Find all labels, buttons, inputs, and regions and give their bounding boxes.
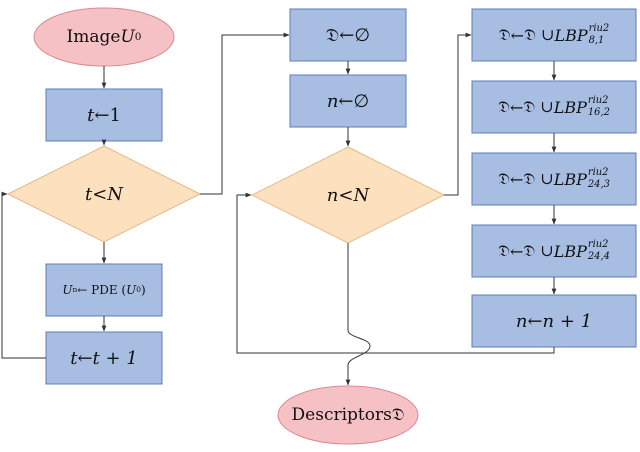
edge-ninc-loop-back: [236, 192, 555, 354]
lbp1-box: [471, 8, 637, 62]
pde-box: [45, 263, 163, 317]
lbp4-box: [471, 224, 637, 278]
start-terminal-shape: [33, 7, 175, 67]
d-init-box: [289, 8, 407, 62]
edge-ncond-true-to-lbp1: [444, 32, 472, 196]
t-init-box: [45, 88, 163, 142]
t-cond-diamond: [6, 145, 202, 243]
edge-tcond-true-to-dinit: [200, 32, 290, 195]
lbp3-box: [471, 152, 637, 206]
n-cond-diamond: [250, 146, 446, 244]
lbp2-box: [471, 80, 637, 134]
edge-tinc-loop-back: [1, 191, 46, 359]
n-init-box: [289, 74, 407, 128]
t-inc-box: [45, 331, 163, 385]
edge-ncond-false-to-end: [345, 243, 371, 386]
end-terminal-shape: [277, 385, 419, 445]
n-inc-box: [471, 294, 637, 348]
